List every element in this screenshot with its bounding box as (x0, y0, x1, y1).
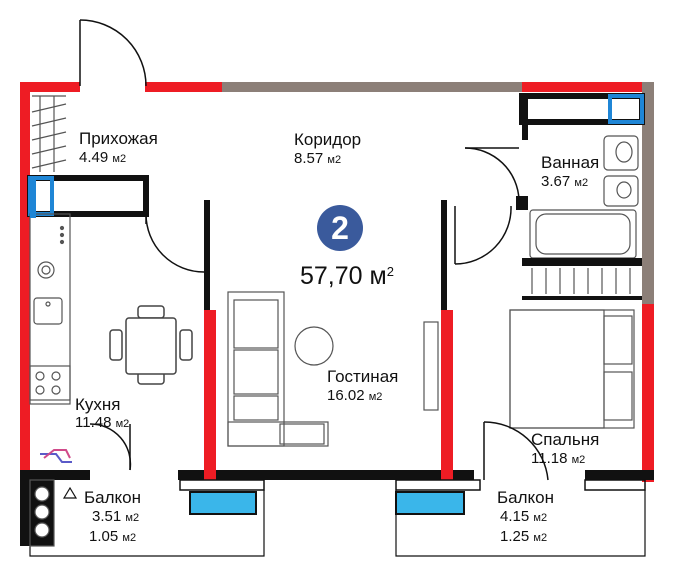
wall-bottom-mid (178, 470, 474, 480)
balcony-right-area2: 1.25 м2 (500, 528, 548, 545)
kitchen-name: Кухня (75, 395, 121, 414)
dining-table (109, 305, 193, 385)
balcony-left-area2: 1.05 м2 (89, 528, 137, 545)
wall-bottom-right (585, 470, 654, 480)
kitchen-area: 11.48 м2 (75, 414, 130, 431)
bedroom-area: 11.18 м2 (531, 450, 586, 467)
balcony-left-name: Балкон (84, 488, 142, 507)
tv-stand (423, 321, 439, 411)
hallway-name: Прихожая (79, 129, 158, 148)
balcony-right-name: Балкон (497, 488, 555, 507)
balcony-right-area: 4.15 м2 (500, 508, 548, 525)
total-area: 57,70 м2 (300, 262, 394, 290)
bedroom-name: Спальня (531, 430, 600, 449)
wall-top-right (522, 82, 654, 92)
bedroom-balcony-door (483, 421, 549, 481)
bathroom-door (464, 147, 520, 201)
entry-door (79, 19, 147, 87)
bathroom-name: Ванная (541, 153, 600, 172)
hallway-shoe-rack (31, 95, 67, 172)
bathroom-fixtures (529, 135, 639, 259)
wall-top-left (20, 82, 80, 92)
balcony-left-area: 3.51 м2 (92, 508, 140, 525)
wall-left (20, 82, 30, 482)
wall-top-hall (145, 82, 222, 92)
kitchen-hall-wall (30, 178, 36, 218)
bedroom-door (454, 205, 512, 265)
bed (509, 309, 635, 429)
kitchen-balcony-door (89, 423, 132, 471)
hallway-area: 4.49 м2 (79, 149, 127, 166)
kitchen-counter (29, 213, 71, 405)
wall-top-gray (222, 82, 522, 92)
wall-right-gray (642, 82, 654, 304)
coffee-table (294, 326, 334, 366)
bedroom-wardrobe (522, 258, 642, 300)
wall-bottom-left (20, 470, 90, 480)
interior-walls (130, 200, 453, 480)
windows (179, 479, 646, 515)
exterior-walls (20, 82, 654, 546)
corridor-area: 8.57 м2 (294, 150, 342, 167)
living-area: 16.02 м2 (327, 387, 383, 404)
living-name: Гостиная (327, 367, 399, 386)
rooms-count-badge: 2 (317, 205, 363, 251)
wall-corner-bl (20, 478, 30, 546)
boiler (29, 449, 78, 547)
hallway-wardrobe (27, 175, 149, 217)
corridor-name: Коридор (294, 130, 362, 149)
hall-door (145, 213, 205, 273)
sofa (227, 291, 329, 447)
wall-right-red (642, 304, 654, 482)
bathroom-area: 3.67 м2 (541, 173, 589, 190)
